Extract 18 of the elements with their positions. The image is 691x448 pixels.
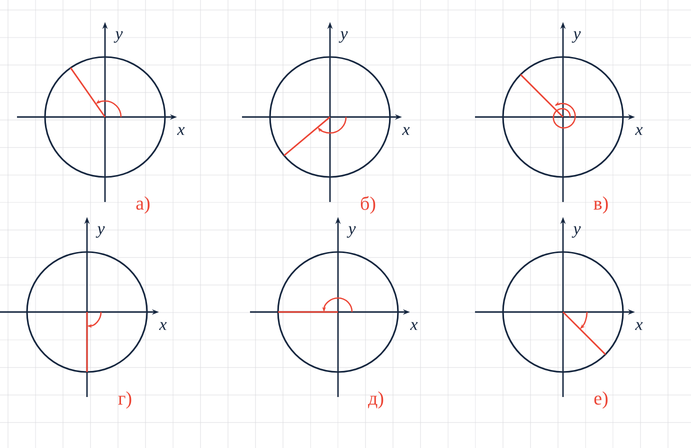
axis-label: y <box>114 31 123 43</box>
axis-label: x <box>402 127 410 135</box>
axis-label: x <box>635 127 643 135</box>
axis-label: x <box>177 127 185 135</box>
panel-label: б) <box>360 196 376 214</box>
axis-label: x <box>159 322 167 330</box>
panel-label: д) <box>368 391 384 409</box>
panel-label: е) <box>594 391 608 409</box>
axis-label: x <box>635 322 643 330</box>
axis-label: y <box>96 226 105 238</box>
axis-label: y <box>572 31 581 43</box>
panel-label: а) <box>136 196 150 214</box>
panel-label: г) <box>118 391 132 409</box>
axis-label: y <box>346 226 356 238</box>
axis-label: y <box>572 226 581 238</box>
axis-label: y <box>338 31 348 43</box>
axis-label: x <box>410 322 418 330</box>
panel-label: в) <box>594 196 608 214</box>
